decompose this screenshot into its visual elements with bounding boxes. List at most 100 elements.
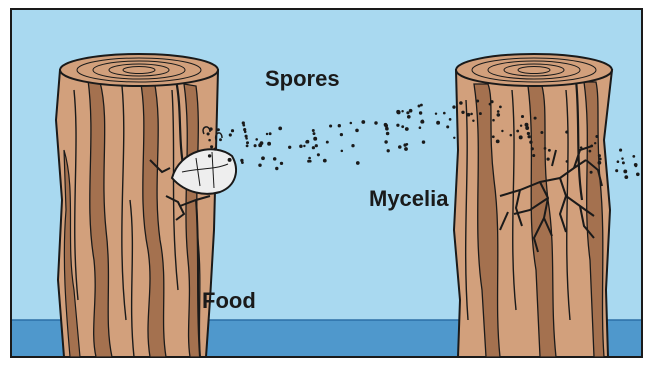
spore-dot [595,135,598,138]
spore-dot [245,137,248,140]
spore-dot [208,139,211,142]
spore-dot [244,130,247,133]
spore-dot [452,105,455,108]
spore-dot [622,161,625,164]
spore-dot [443,112,446,115]
spore-dot [534,117,537,120]
spore-dot [406,143,409,146]
spore-dot [446,125,449,128]
spore-dot [499,106,502,109]
spore-dot [590,171,593,174]
spore-dot [351,144,354,147]
spore-dot [209,127,212,130]
spore-dot [329,124,332,127]
spore-dot [350,122,353,125]
spore-dot [470,113,473,116]
spore-dot [590,145,593,148]
spore-dot [231,129,234,132]
spore-dot [525,126,529,130]
right-piling [454,54,612,357]
spore-dot [258,163,261,166]
spore-dot [214,148,217,151]
spore-dot [598,154,601,157]
spore-dot [355,129,359,133]
spore-dot [299,145,303,149]
spore-dot [307,160,310,163]
spore-dot [421,120,424,123]
spore-dot [544,147,547,150]
spore-dot [303,145,305,147]
spore-dot [405,127,409,131]
spore-dot [419,126,422,129]
spore-dot [340,133,343,136]
spore-dot [229,133,232,136]
spore-dot [406,111,409,114]
spore-dot [598,161,602,165]
left-piling-top [60,54,218,86]
spore-dot [384,140,387,143]
spore-dot [326,141,329,144]
spore-dot [312,129,315,132]
spore-dot [407,115,411,119]
spore-dot [275,167,278,170]
spore-dot [246,145,249,148]
spore-dot [208,154,211,157]
spore-dot [341,150,344,153]
spore-dot [615,169,618,172]
spore-dot [266,133,268,135]
spore-dot [527,135,530,138]
spore-dot [589,150,592,153]
spore-dot [459,101,463,105]
spore-dot [374,121,377,124]
spore-dot [617,160,620,163]
spore-dot [210,145,213,148]
spore-dot [490,100,493,103]
spore-dot [501,130,503,132]
label-mycelia: Mycelia [369,186,449,211]
spore-dot [449,118,452,121]
spore-dot [280,162,283,165]
spore-dot [467,113,471,117]
spore-dot [207,132,210,135]
spore-dot [398,145,402,149]
spore-dot [566,160,569,163]
spore-dot [521,115,524,118]
spore-dot [242,124,245,127]
spore-dot [497,110,500,113]
spore-dot [599,157,602,160]
spore-dot [273,157,277,161]
spore-dot [387,149,390,152]
spore-dot [385,127,389,131]
spore-dot [219,138,222,141]
spore-dot [496,140,500,144]
spore-dot [621,157,623,159]
label-food: Food [202,288,256,313]
spore-dot [313,132,316,135]
spore-dot [624,175,628,179]
spore-dot [527,132,530,135]
label-spores: Spores [265,66,340,91]
spore-dot [436,121,440,125]
spore-dot [396,110,400,114]
spore-dot [317,153,320,156]
spore-dot [510,134,513,137]
spore-dot [531,147,534,150]
spore-dot [529,141,532,144]
spore-dot [418,105,421,108]
spore-dot [497,113,501,117]
spore-dot [492,119,495,122]
spore-dot [217,128,220,131]
spore-dot [540,131,543,134]
spore-dot [401,125,404,128]
spore-dot [361,120,365,124]
spore-dot [548,149,551,152]
spore-dot [461,111,464,114]
spore-dot [580,146,583,149]
spore-dot [422,140,425,143]
spore-dot [338,124,341,127]
spore-dot [404,147,408,151]
spore-dot [489,103,492,106]
spore-dot [254,144,257,147]
spore-dot [308,157,311,160]
spore-dot [632,155,635,158]
